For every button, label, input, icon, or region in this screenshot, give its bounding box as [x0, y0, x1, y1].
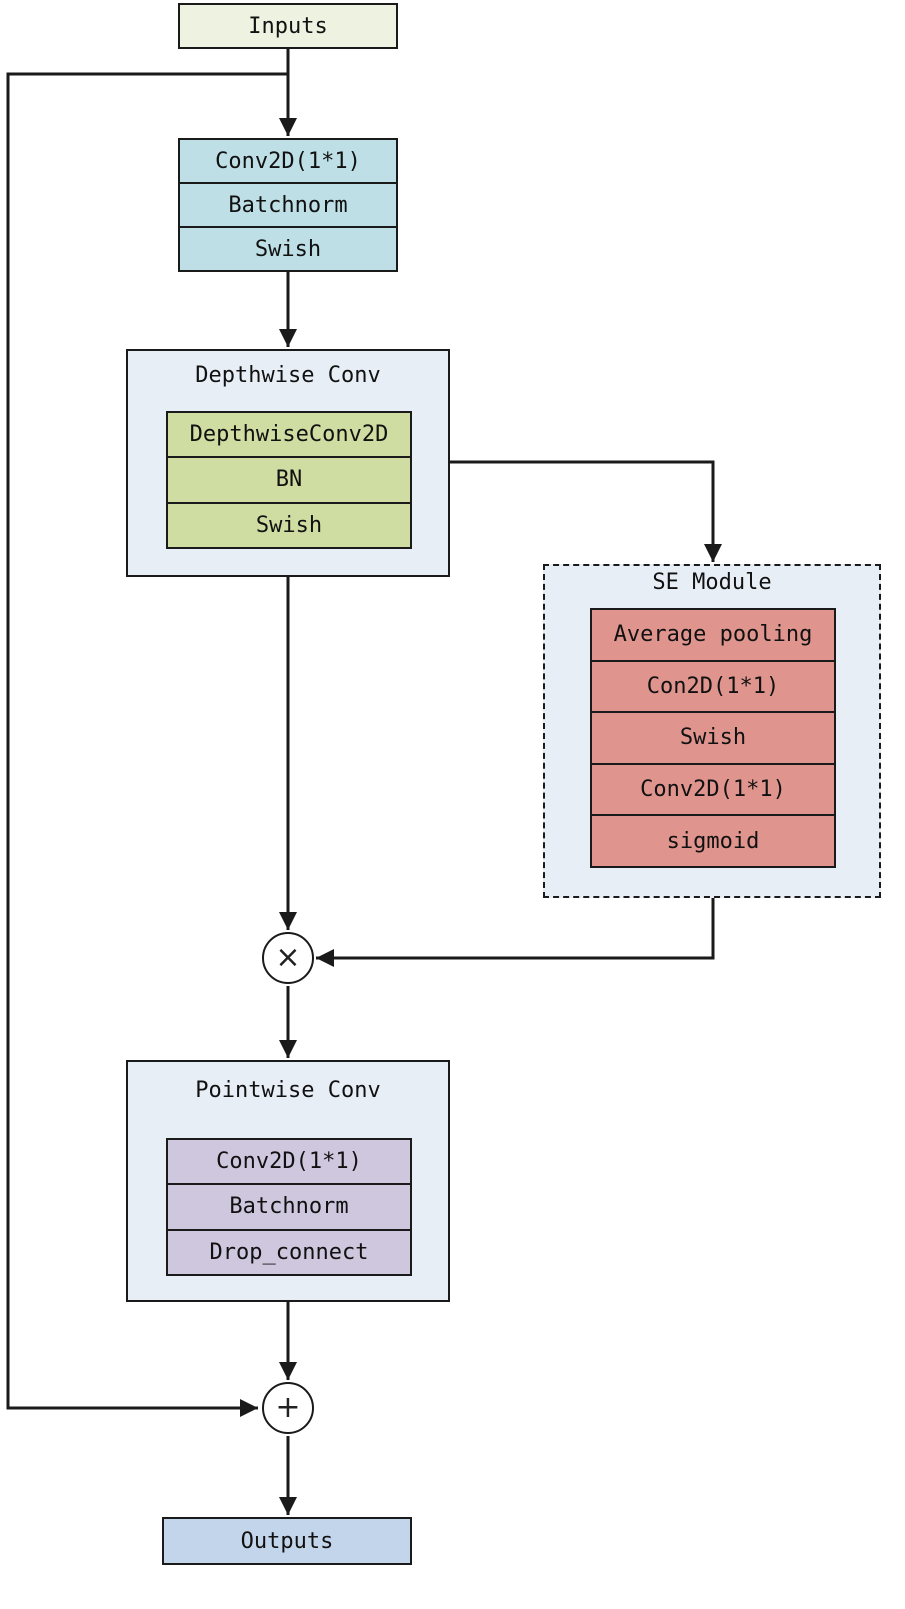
- se-layer-stack: Average pooling Con2D(1*1) Swish Conv2D(…: [590, 608, 836, 868]
- pointwise-layer-drop-connect: Drop_connect: [209, 1239, 369, 1265]
- multiply-operator-icon: ×: [262, 932, 314, 984]
- depthwise-layer-bn: BN: [168, 458, 410, 504]
- pointwise-layer-batchnorm: Batchnorm: [168, 1185, 410, 1231]
- inputs-label: Inputs: [248, 13, 328, 39]
- expand-conv-block: Conv2D(1*1) Batchnorm Swish: [178, 138, 398, 272]
- depthwise-layer-depthwiseconv2d: DepthwiseConv2D: [168, 413, 410, 459]
- pointwise-layer-conv2d: Conv2D(1*1): [168, 1140, 410, 1186]
- pointwise-conv-group: Pointwise Conv Conv2D(1*1) Batchnorm Dro…: [126, 1060, 450, 1302]
- se-layer-sigmoid: sigmoid: [666, 828, 760, 854]
- se-layer-swish: Swish: [592, 713, 834, 765]
- depthwise-layer-stack: DepthwiseConv2D BN Swish: [166, 411, 412, 549]
- depthwise-layer-swish: Swish: [255, 512, 323, 538]
- outputs-node: Outputs: [162, 1517, 412, 1565]
- se-layer-conv2d: Conv2D(1*1): [592, 765, 834, 817]
- arrow-depthwise-to-se: [450, 460, 722, 562]
- expand-layer-conv2d: Conv2D(1*1): [180, 140, 396, 184]
- se-layer-average-pooling: Average pooling: [592, 610, 834, 662]
- pointwise-layer-stack: Conv2D(1*1) Batchnorm Drop_connect: [166, 1138, 412, 1276]
- add-operator-icon: +: [262, 1382, 314, 1434]
- depthwise-conv-title: Depthwise Conv: [195, 363, 381, 388]
- se-module-title: SE Module: [652, 570, 772, 595]
- se-layer-con2d: Con2D(1*1): [592, 662, 834, 714]
- se-module-group: SE Module Average pooling Con2D(1*1) Swi…: [543, 564, 881, 898]
- pointwise-conv-title: Pointwise Conv: [195, 1078, 381, 1103]
- inputs-node: Inputs: [178, 3, 398, 49]
- arrow-se-to-multiply: [316, 898, 715, 967]
- outputs-label: Outputs: [240, 1528, 334, 1554]
- expand-layer-batchnorm: Batchnorm: [180, 184, 396, 228]
- expand-layer-swish: Swish: [254, 236, 322, 262]
- depthwise-conv-group: Depthwise Conv DepthwiseConv2D BN Swish: [126, 349, 450, 577]
- residual-skip-line: [6, 72, 288, 1417]
